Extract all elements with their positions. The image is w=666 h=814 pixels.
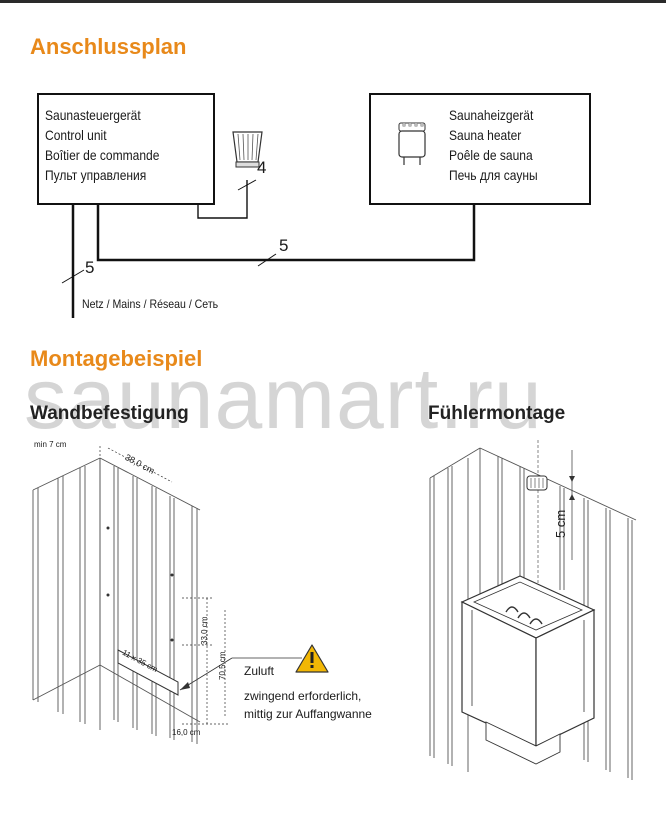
dim-min-distance: min 7 cm xyxy=(34,440,67,449)
warning-icon xyxy=(295,644,329,673)
heater-label-en: Sauna heater xyxy=(449,127,522,143)
heater-icon xyxy=(398,122,426,165)
sauna-heater-labels: Saunaheizgerät Sauna heater Poêle de sau… xyxy=(449,105,538,185)
control-unit-box: Saunasteuergerät Control unit Boîtier de… xyxy=(37,93,215,205)
sauna-heater-box: Saunaheizgerät Sauna heater Poêle de sau… xyxy=(369,93,591,205)
dim-bottom: 16,0 cm xyxy=(172,728,201,737)
sensor-icon xyxy=(232,131,263,168)
control-unit-label-fr: Boîtier de commande xyxy=(45,147,160,163)
control-unit-labels: Saunasteuergerät Control unit Boîtier de… xyxy=(45,105,159,185)
sauna-heater-3d xyxy=(460,575,596,765)
air-vent xyxy=(117,649,179,696)
watermark: saunamart.ru xyxy=(24,351,543,447)
air-note-title: Zuluft xyxy=(244,664,275,678)
control-unit-label-de: Saunasteuergerät xyxy=(45,107,141,123)
mains-label: Netz / Mains / Réseau / Сеть xyxy=(82,297,219,311)
sensor-cable-count: 4 xyxy=(257,158,267,177)
heater-label-fr: Poêle de sauna xyxy=(449,147,533,163)
mounting-title: Montagebeispiel xyxy=(30,346,203,371)
wall-mount-title: Wandbefestigung xyxy=(30,403,189,424)
mains-cable-count: 5 xyxy=(85,258,95,277)
sensor-mount-title: Fühlermontage xyxy=(428,403,566,424)
heater-label-de: Saunaheizgerät xyxy=(449,107,534,123)
wall-sensor-icon xyxy=(526,475,548,491)
top-border xyxy=(0,0,666,3)
control-unit-label-en: Control unit xyxy=(45,127,107,143)
wiring-title: Anschlussplan xyxy=(30,34,187,59)
control-unit-label-ru: Пульт управления xyxy=(45,167,147,183)
air-note-line-1: zwingend erforderlich, xyxy=(244,689,362,703)
heater-cable-count: 5 xyxy=(279,236,289,255)
heater-label-ru: Печь для сауны xyxy=(449,167,538,183)
air-note-line-2: mittig zur Auffangwanne xyxy=(244,707,372,721)
sensor-distance-label: 5 cm xyxy=(553,509,568,538)
